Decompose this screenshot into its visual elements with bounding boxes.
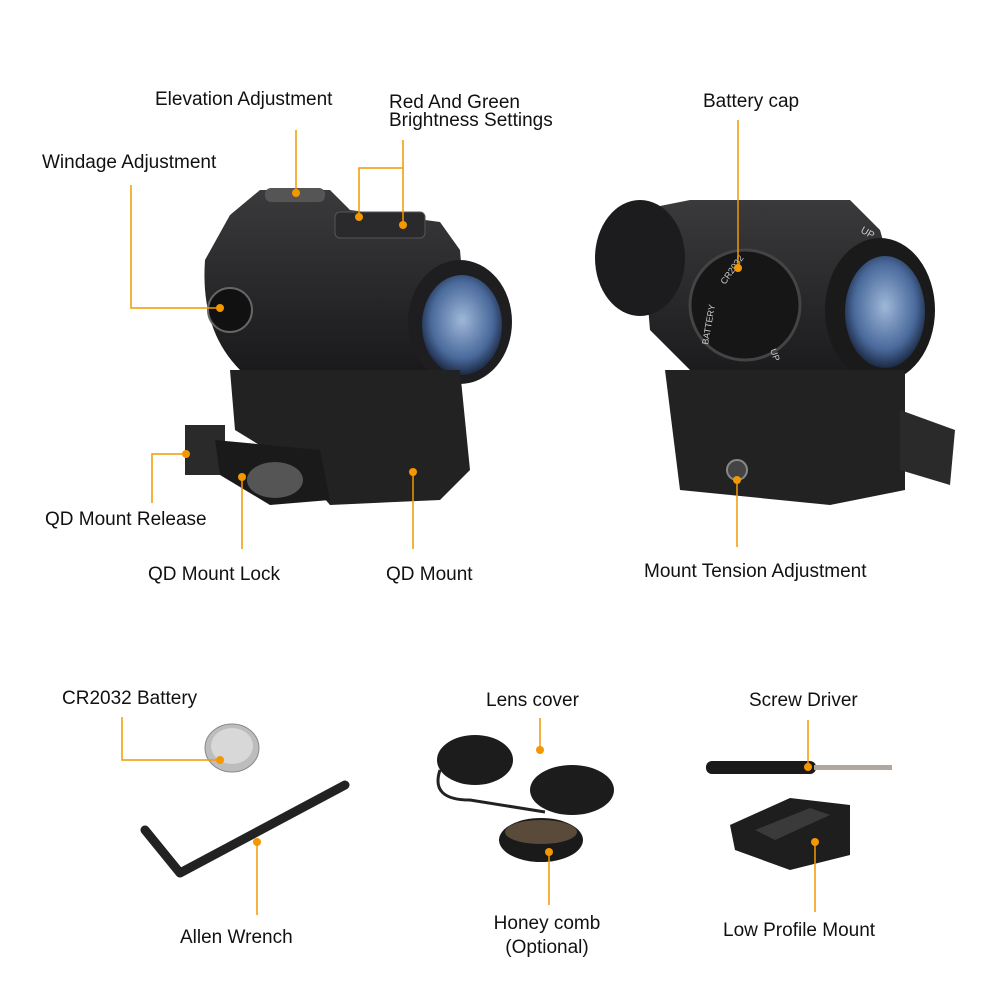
label-screw-driver: Screw Driver [749, 690, 858, 711]
label-allen-wrench: Allen Wrench [180, 927, 293, 948]
label-battery-cap: Battery cap [703, 91, 800, 112]
screw-driver [706, 761, 892, 774]
label-low-profile-mount: Low Profile Mount [723, 920, 876, 941]
label-honeycomb-line2: (Optional) [505, 937, 589, 958]
leader-lines [121, 120, 816, 915]
label-honeycomb-line1: Honey comb [493, 913, 601, 934]
label-brightness-line2: Brightness Settings [389, 110, 553, 131]
lens-cover [436, 735, 614, 862]
label-qd-mount-lock: QD Mount Lock [148, 564, 280, 585]
red-dot-sight-front-view: CR2032 BATTERY UP UP [595, 200, 955, 505]
label-qd-mount-release: QD Mount Release [45, 509, 207, 530]
label-qd-mount: QD Mount [386, 564, 473, 585]
label-cr2032-battery: CR2032 Battery [62, 688, 198, 709]
label-windage-adjustment: Windage Adjustment [42, 152, 217, 173]
allen-wrench [140, 780, 350, 878]
red-dot-sight-side-view [185, 188, 512, 505]
cr2032-battery [204, 723, 260, 773]
label-brightness-line1: Red And Green [389, 92, 520, 113]
label-elevation-adjustment: Elevation Adjustment [155, 89, 333, 110]
cap-up-marking: UP [768, 347, 782, 362]
low-profile-mount [730, 798, 850, 870]
callout-dots [182, 189, 819, 856]
label-mount-tension-adjustment: Mount Tension Adjustment [644, 561, 867, 582]
label-lens-cover: Lens cover [486, 690, 579, 711]
